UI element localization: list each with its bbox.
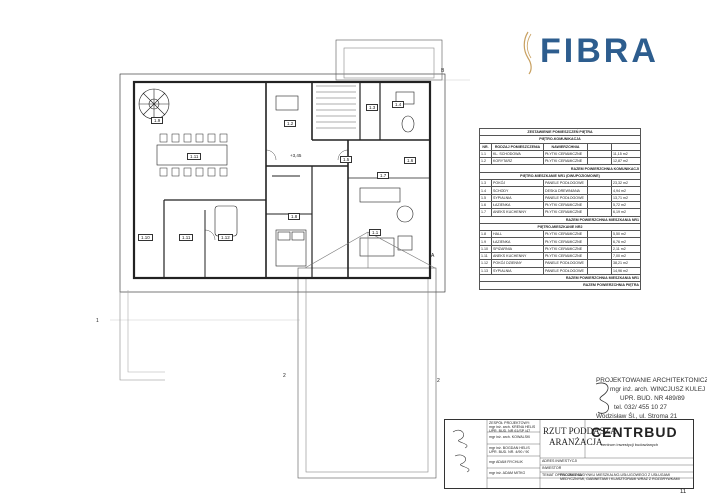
- table-grand-total: RAZEM POWIERZCHNIA PIĘTRA: [478, 281, 642, 290]
- table-section: PIĘTRO-MIESZKANIE NR2: [478, 222, 642, 232]
- svg-text:B: B: [441, 68, 445, 74]
- table-total: RAZEM POWIERZCHNIA KOMUNIKACJI: [478, 164, 642, 173]
- designer-name: mgr inż. arch. KRENA HELIS: [489, 425, 536, 429]
- stamp-line: tel. 032/ 455 10 27: [614, 404, 667, 411]
- table-section: PIĘTRO-MIESZKANIE NR1 (DWUPOZIOMOWE): [478, 171, 642, 181]
- designer-header: ZESPÓŁ PROJEKTOWY:: [489, 421, 531, 425]
- room-label: 1.3: [366, 104, 379, 111]
- designer-name: mgr ADAM RYCHLIK: [489, 460, 523, 464]
- designer-name: mgr inż. ADAM MITKO: [489, 471, 526, 475]
- signatures-icon: [452, 429, 470, 473]
- architect-stamp: PROJEKTOWANIE ARCHITEKTONICZNE mgr inż. …: [592, 376, 707, 421]
- company-name: CENTRBUD: [591, 424, 678, 440]
- svg-text:2: 2: [283, 373, 286, 379]
- logo-mark-icon: [523, 31, 532, 75]
- room-label: 1.12: [218, 234, 233, 241]
- designer-license: UPR. BUD. NR 61/SP /47: [489, 429, 531, 433]
- stamp-line: PROJEKTOWANIE ARCHITEKTONICZNE: [596, 377, 707, 384]
- logo-text: FIBRA: [540, 32, 659, 70]
- svg-text:A: A: [431, 253, 435, 259]
- title-block: ZESPÓŁ PROJEKTOWY: mgr inż. arch. KRENA …: [444, 419, 694, 489]
- table-total: RAZEM POWIERZCHNIA MIESZKANIA NR1: [478, 215, 642, 224]
- room-label: 1.7: [377, 172, 390, 179]
- fibra-logo: FIBRA: [520, 28, 680, 78]
- svg-text:1: 1: [96, 318, 99, 324]
- investor-label: INWESTOR: [542, 466, 562, 470]
- col-header: NAWIERZCHNIA: [543, 142, 588, 151]
- room-label: 1.8: [288, 213, 301, 220]
- stamp-line: mgr inż. arch. WINCJUSZ KULEJ: [610, 386, 706, 393]
- col-header: RODZAJ POMIESZCZENIA: [491, 142, 544, 151]
- stamp-line: Wodzisław Śl., ul. Stroma 21: [596, 413, 678, 420]
- topic-label: TEMAT OPRACOWANIA: [542, 473, 583, 477]
- room-label: 1.11: [179, 234, 194, 241]
- table-section: PIĘTRO-KOMUNIKACJA: [478, 135, 642, 144]
- table-title: ZESTAWIENIE POMIESZCZEŃ PIĘTRA: [478, 127, 642, 137]
- drawing-subtitle: ARANŻACJA: [549, 437, 603, 447]
- drawing-title: RZUT PODDASZA: [543, 426, 617, 436]
- stamp-line: UPR. BUD. NR 489/89: [620, 395, 685, 402]
- sheet-number: 11: [680, 489, 687, 495]
- room-label: 1.5: [340, 156, 353, 163]
- room-schedule-table: ZESTAWIENIE POMIESZCZEŃ PIĘTRA PIĘTRO-KO…: [478, 127, 642, 290]
- room-label: 1.10: [138, 234, 153, 241]
- level-mark: +3,45: [290, 153, 302, 158]
- room-label: 1.11: [187, 153, 202, 160]
- designer-name: mgr inż. arch. KOWALSKI: [489, 435, 531, 439]
- topic-text: PROJEKT BUDYNKU MIESZKALNO-USŁUGOWEGO Z …: [560, 473, 680, 481]
- col-header: NR.: [479, 142, 492, 151]
- address-label: ADRES INWESTYCJI: [542, 459, 578, 463]
- room-label: 1.2: [284, 120, 297, 127]
- room-label: 1.9: [151, 117, 164, 124]
- svg-text:2: 2: [437, 378, 440, 384]
- designer-license: UPR. BUD. NR. 4/90 / 90: [489, 450, 530, 454]
- room-label: 1.6: [404, 157, 417, 164]
- room-label: 1.4: [392, 101, 405, 108]
- room-label: 1.1: [369, 229, 382, 236]
- table-total: RAZEM POWIERZCHNIA MIESZKANIA NR1: [478, 273, 642, 283]
- signature-icon: [595, 382, 609, 414]
- company-subtitle: centrum inwestycji budowlanych: [601, 442, 659, 447]
- designer-name: mgr inż. BOGDAN HELIS: [489, 446, 530, 450]
